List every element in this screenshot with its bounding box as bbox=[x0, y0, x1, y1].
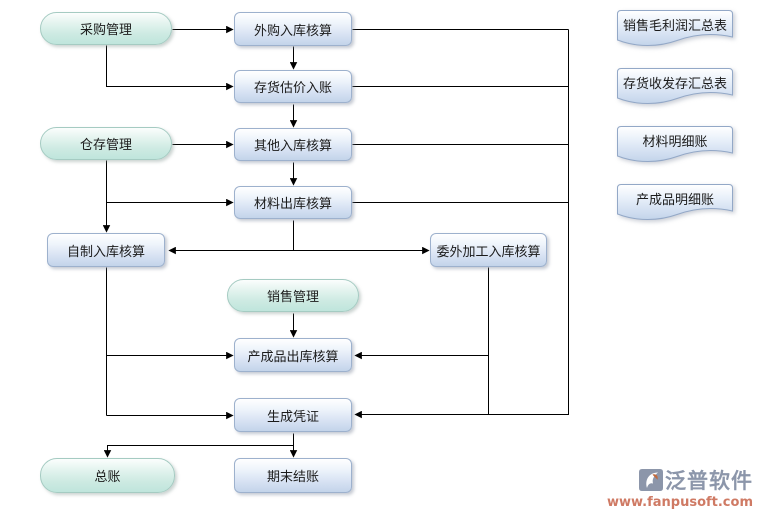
process-box-outsourced-inbound: 委外加工入库核算 bbox=[430, 233, 547, 267]
start-pill-warehouse-mgmt: 仓存管理 bbox=[40, 127, 172, 160]
pill-label: 采购管理 bbox=[79, 23, 132, 38]
start-pill-sales-mgmt: 销售管理 bbox=[227, 279, 359, 312]
vendor-watermark: 泛普软件 www.fanpusoft.com bbox=[607, 465, 753, 510]
report-label: 销售毛利润汇总表 bbox=[622, 18, 727, 34]
process-box-purchased-inbound: 外购入库核算 bbox=[234, 12, 352, 46]
brand-url: www.fanpusoft.com bbox=[606, 495, 753, 510]
process-label: 产成品出库核算 bbox=[247, 349, 339, 365]
process-label: 期末结账 bbox=[266, 470, 319, 485]
process-box-finished-outbound: 产成品出库核算 bbox=[234, 338, 352, 372]
process-box-generate-voucher: 生成凭证 bbox=[234, 398, 352, 432]
process-box-inventory-estimate: 存货估价入账 bbox=[234, 70, 352, 103]
report-doc-sales-gross-profit-summary: 销售毛利润汇总表 bbox=[617, 10, 733, 48]
brand-name: 泛普软件 bbox=[665, 469, 753, 493]
process-label: 自制入库核算 bbox=[66, 244, 145, 260]
fanpu-logo-icon bbox=[639, 469, 663, 491]
start-pill-purchase-mgmt: 采购管理 bbox=[40, 12, 172, 45]
report-label: 存货收发存汇总表 bbox=[622, 76, 727, 92]
pill-label: 销售管理 bbox=[266, 290, 319, 305]
document-shape bbox=[617, 184, 733, 220]
process-label: 其他入库核算 bbox=[253, 139, 332, 154]
document-shape bbox=[617, 126, 733, 162]
document-shape bbox=[617, 68, 733, 104]
report-doc-inventory-io-summary: 存货收发存汇总表 bbox=[617, 68, 733, 106]
process-label: 外购入库核算 bbox=[253, 23, 332, 39]
pill-label: 总账 bbox=[94, 470, 121, 485]
document-shape bbox=[617, 10, 733, 46]
process-box-other-inbound: 其他入库核算 bbox=[234, 128, 352, 161]
process-label: 存货估价入账 bbox=[253, 81, 332, 96]
process-label: 生成凭证 bbox=[266, 409, 319, 425]
process-box-selfmade-inbound: 自制入库核算 bbox=[47, 233, 165, 267]
report-label: 产成品明细账 bbox=[635, 192, 714, 208]
process-box-material-outbound: 材料出库核算 bbox=[234, 186, 352, 219]
report-label: 材料明细账 bbox=[642, 134, 708, 150]
process-box-period-end-closing: 期末结账 bbox=[234, 458, 352, 493]
report-doc-material-ledger: 材料明细账 bbox=[617, 126, 733, 164]
process-label: 材料出库核算 bbox=[253, 197, 332, 212]
end-pill-general-ledger: 总账 bbox=[40, 458, 175, 493]
report-doc-finished-goods-ledger: 产成品明细账 bbox=[617, 184, 733, 222]
pill-label: 仓存管理 bbox=[79, 138, 132, 153]
process-label: 委外加工入库核算 bbox=[436, 244, 541, 260]
